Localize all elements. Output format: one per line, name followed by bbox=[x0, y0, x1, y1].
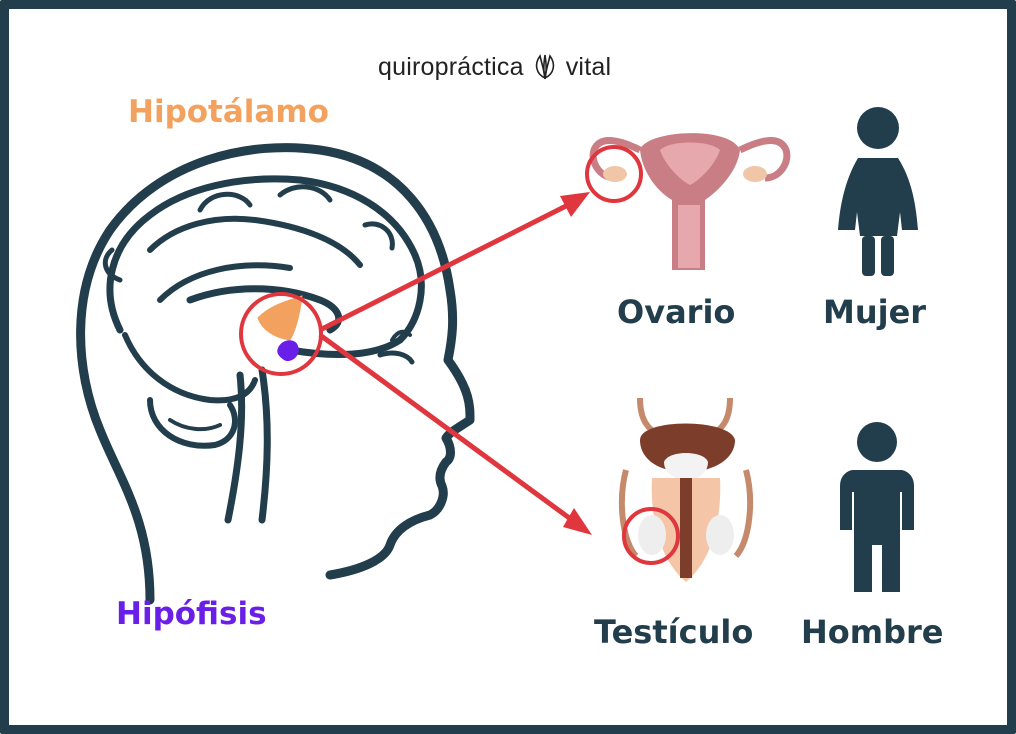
pituitary-label: Hipófisis bbox=[116, 596, 267, 632]
brand-text-left: quiropráctica bbox=[378, 52, 524, 81]
hypothalamus-label: Hipotálamo bbox=[128, 94, 329, 130]
uterus-icon bbox=[585, 133, 791, 270]
brain-head-icon bbox=[76, 143, 475, 605]
leaf-logo-icon bbox=[535, 54, 554, 80]
brand-logo: quiropráctica vital bbox=[378, 52, 611, 82]
arrow-to-testicle bbox=[318, 332, 592, 535]
pituitary-shape bbox=[277, 340, 299, 362]
hypothalamus-shape bbox=[257, 295, 303, 341]
testicle-label: Testículo bbox=[594, 613, 754, 651]
woman-icon bbox=[838, 107, 918, 276]
ovary-label: Ovario bbox=[617, 293, 736, 331]
man-icon bbox=[840, 422, 914, 592]
woman-label: Mujer bbox=[823, 293, 927, 331]
arrow-to-ovary bbox=[318, 192, 590, 333]
man-label: Hombre bbox=[801, 613, 944, 651]
male-reproductive-icon bbox=[618, 397, 754, 582]
ovary-circle bbox=[585, 145, 643, 203]
brand-text-right: vital bbox=[565, 52, 612, 81]
testicle-circle bbox=[622, 507, 680, 565]
